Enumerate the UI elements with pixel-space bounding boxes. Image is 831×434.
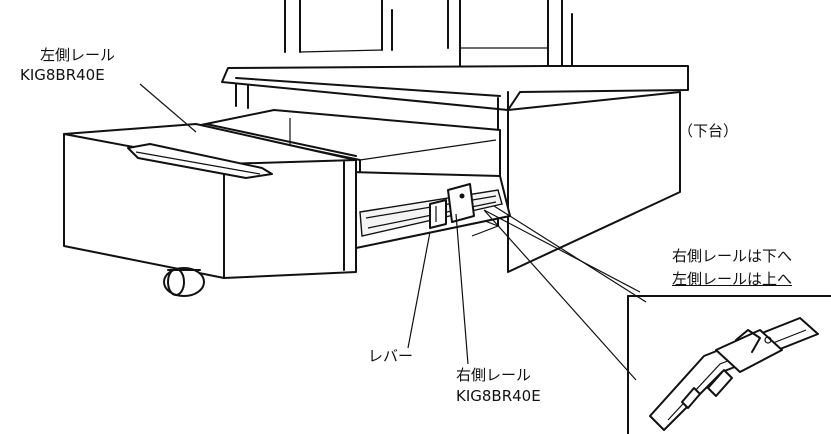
drawer-front-panel <box>63 123 357 279</box>
base-cabinet-body <box>235 83 681 273</box>
leader-lines <box>139 83 647 381</box>
lever-label: レバー <box>368 347 414 365</box>
detail-left-rail-note: 左側レールは上へ <box>672 270 793 288</box>
drawer-box <box>195 109 511 249</box>
base-unit-label: （下台） <box>678 122 739 140</box>
base-top-plate <box>221 65 689 111</box>
right-rail-code-label: KIG8BR40E <box>456 387 541 405</box>
upper-shelf-uprights <box>284 0 573 71</box>
left-rail-code-label: KIG8BR40E <box>20 66 105 84</box>
right-rail-name-label: 右側レール <box>456 366 532 384</box>
caster-wheel <box>163 267 205 297</box>
detail-inset <box>627 295 831 434</box>
detail-right-rail-note: 右側レールは下へ <box>672 247 793 265</box>
left-rail-name-label: 左側レール <box>40 46 116 64</box>
